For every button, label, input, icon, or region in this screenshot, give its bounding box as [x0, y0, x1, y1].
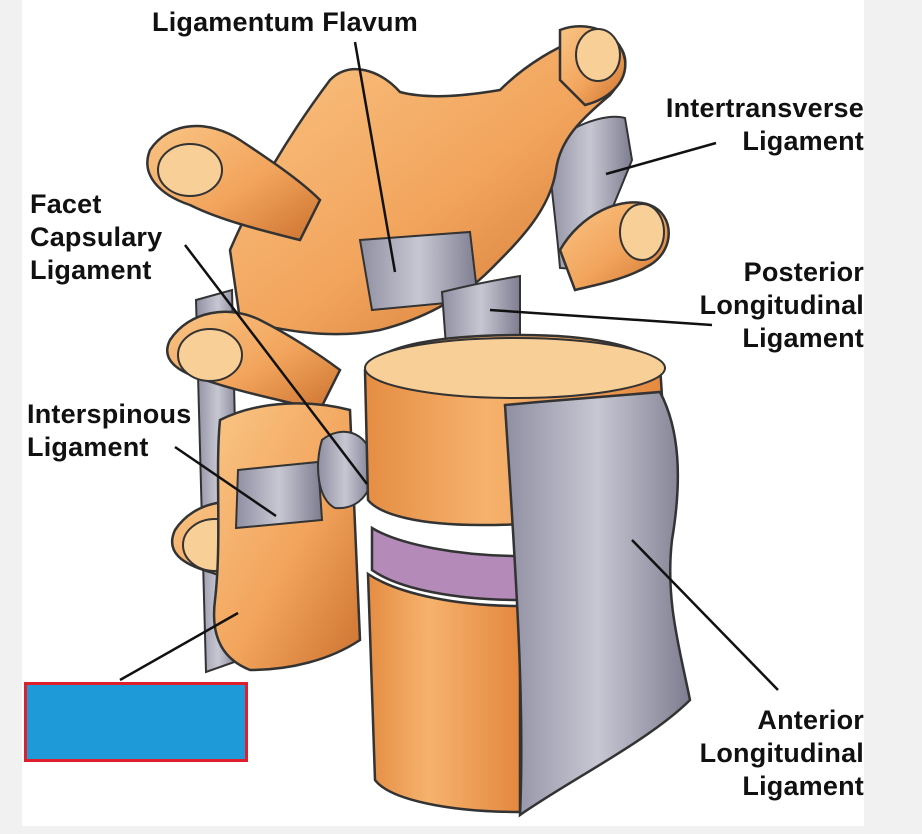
left-margin [0, 0, 22, 834]
label-intertransverse: Intertransverse Ligament [665, 93, 864, 156]
process-tip-mid-left [177, 328, 243, 382]
hidden-label-box[interactable] [24, 682, 248, 762]
lower-vertebral-body [366, 571, 522, 814]
vertebral-endplate [364, 337, 666, 399]
label-anterior-longitudinal: Anterior Longitudinal Ligament [699, 705, 864, 801]
leader-hidden-label [119, 611, 239, 682]
leader-ligamentum-flavum [353, 41, 397, 273]
label-interspinous: Interspinous Ligament [27, 399, 192, 462]
right-margin [864, 0, 922, 834]
leader-facet-capsulary [184, 244, 368, 485]
leader-lines [119, 41, 779, 691]
leader-intertransverse [605, 141, 717, 176]
facet-capsulary-ligament [317, 430, 374, 510]
label-ligamentum-flavum: Ligamentum Flavum [152, 7, 418, 37]
interspinous-ligament [234, 460, 324, 530]
process-tip-upper-right [575, 28, 621, 82]
process-tip-mid-right [619, 203, 665, 261]
process-tip-upper-left [157, 143, 223, 197]
leader-anterior-longitudinal [631, 539, 779, 691]
anterior-longitudinal-ligament [503, 390, 692, 818]
label-facet-capsulary: Facet Capsulary Ligament [30, 189, 163, 285]
posterior-longitudinal-ligament [440, 274, 521, 348]
bottom-margin [0, 826, 922, 834]
label-posterior-longitudinal: Posterior Longitudinal Ligament [699, 257, 864, 353]
leader-posterior-longitudinal [489, 308, 713, 327]
leader-interspinous [174, 445, 277, 518]
